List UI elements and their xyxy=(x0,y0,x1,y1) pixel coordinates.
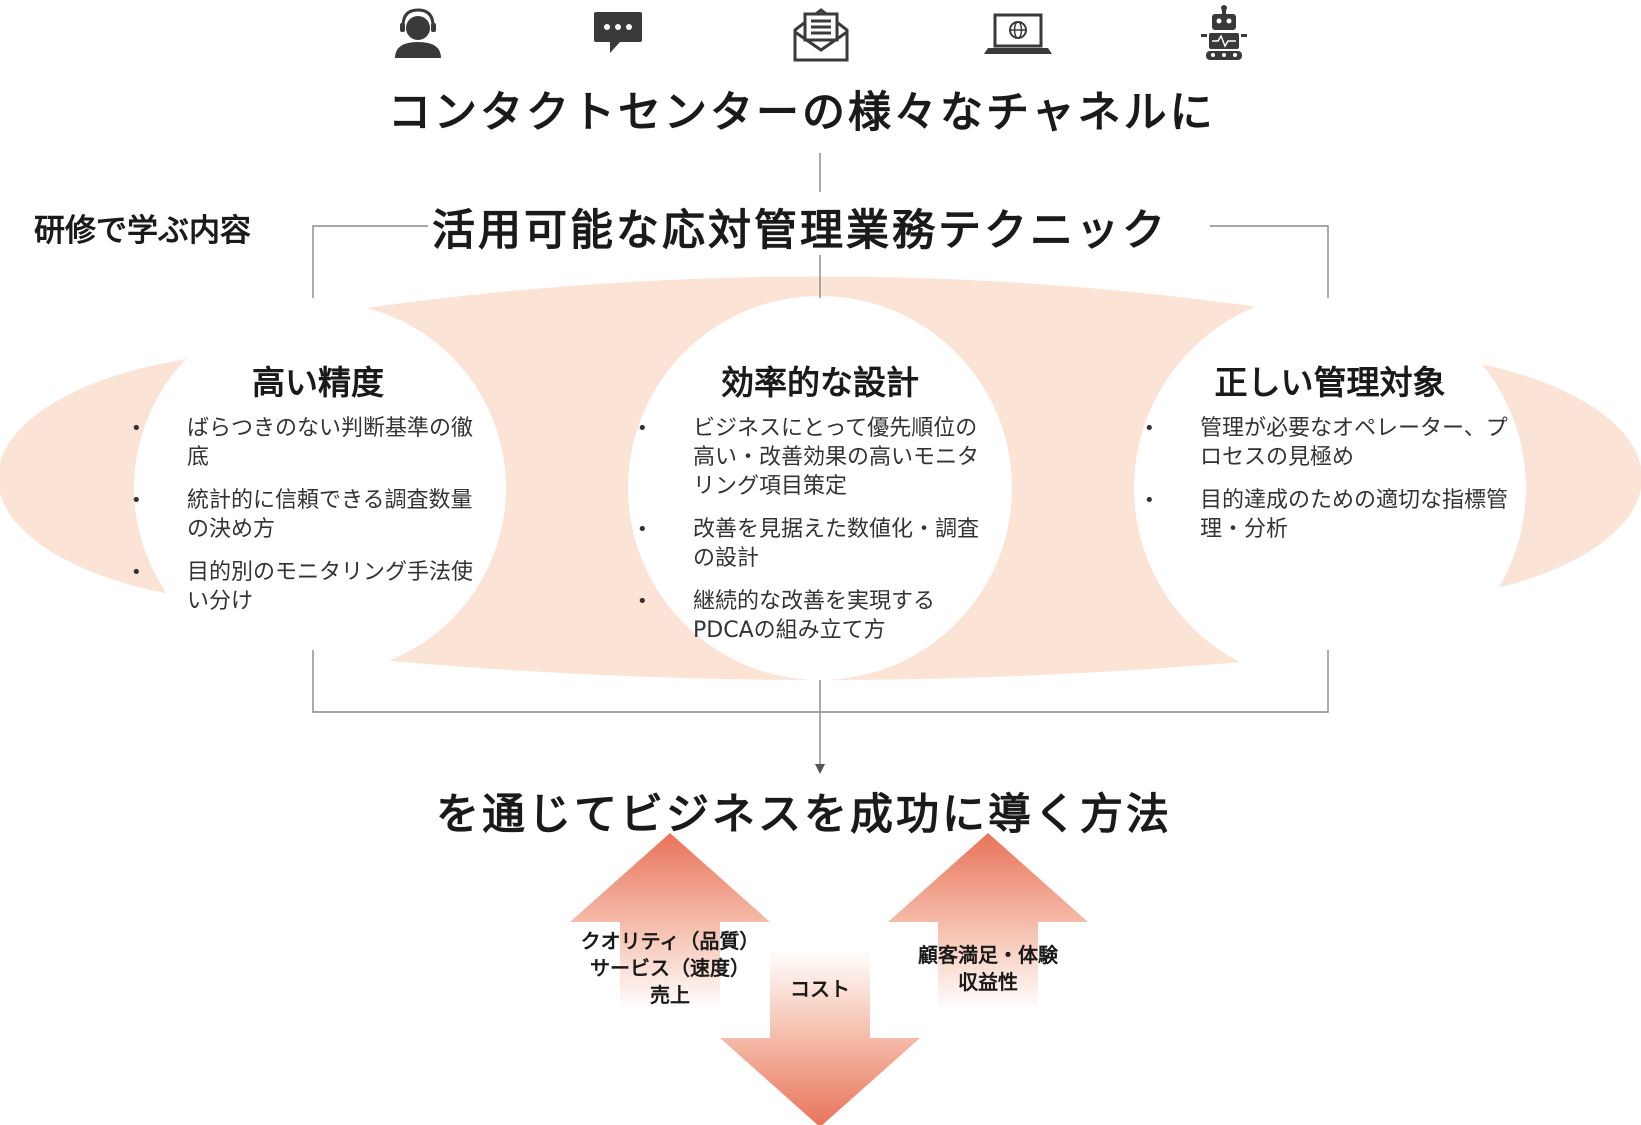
email-icon xyxy=(793,8,849,62)
laptop-web-icon xyxy=(984,13,1052,54)
arrow-label-up-right: 顧客満足・体験 収益性 xyxy=(918,943,1058,994)
bullet-dot: • xyxy=(1144,418,1155,439)
heading-techniques: 活用可能な応対管理業務テクニック xyxy=(432,206,1168,256)
arrow-label-down-center: コスト xyxy=(790,977,850,1001)
headset-operator-icon xyxy=(395,8,441,58)
arrow-label-up-left: クオリティ（品質） サービス（速度） 売上 xyxy=(580,929,760,1007)
connector-arrowhead xyxy=(815,764,825,774)
arrow-up-left xyxy=(570,833,770,1010)
bullet-dot: • xyxy=(1144,490,1155,511)
circle-target xyxy=(1134,292,1526,684)
section-bullets-accuracy: •ばらつきのない判断基準の徹底 •統計的に信頼できる調査数量の決め方 •目的別の… xyxy=(131,414,479,630)
heading-channels: コンタクトセンターの様々なチャネルに xyxy=(388,88,1216,138)
bullet-dot: • xyxy=(637,591,648,612)
section-title-accuracy: 高い精度 xyxy=(252,363,384,402)
bullet-dot: • xyxy=(131,562,142,583)
arrow-down-center xyxy=(720,950,920,1125)
list-item: •継続的な改善を実現するPDCAの組み立て方 xyxy=(637,589,936,643)
list-item: •統計的に信頼できる調査数量の決め方 xyxy=(131,488,473,542)
section-title-design: 効率的な設計 xyxy=(721,363,919,402)
chat-bubble-icon xyxy=(594,12,642,53)
side-label: 研修で学ぶ内容 xyxy=(34,213,251,249)
circle-design xyxy=(628,296,1012,680)
list-item: •改善を見据えた数値化・調査の設計 xyxy=(637,517,980,571)
bullet-dot: • xyxy=(131,490,142,511)
list-item: •ばらつきのない判断基準の徹底 xyxy=(131,416,474,470)
list-item: •目的達成のための適切な指標管理・分析 xyxy=(1144,488,1509,542)
connector-lines xyxy=(312,153,1329,765)
bullet-dot: • xyxy=(637,519,648,540)
circle-accuracy xyxy=(134,302,506,674)
list-item: •ビジネスにとって優先順位の高い・改善効果の高いモニタリング項目策定 xyxy=(637,416,980,499)
bullet-dot: • xyxy=(131,418,142,439)
section-title-target: 正しい管理対象 xyxy=(1214,363,1446,402)
arrow-up-right xyxy=(888,833,1088,1010)
list-item: •目的別のモニタリング手法使い分け xyxy=(131,560,474,614)
section-bullets-target: •管理が必要なオペレーター、プロセスの見極め •目的達成のための適切な指標管理・… xyxy=(1144,414,1509,558)
section-bullets-design: •ビジネスにとって優先順位の高い・改善効果の高いモニタリング項目策定 •改善を見… xyxy=(637,414,985,659)
heading-business-success: を通じてビジネスを成功に導く方法 xyxy=(436,790,1172,840)
robot-icon xyxy=(1201,5,1247,60)
bullet-dot: • xyxy=(637,418,648,439)
list-item: •管理が必要なオペレーター、プロセスの見極め xyxy=(1144,416,1508,470)
